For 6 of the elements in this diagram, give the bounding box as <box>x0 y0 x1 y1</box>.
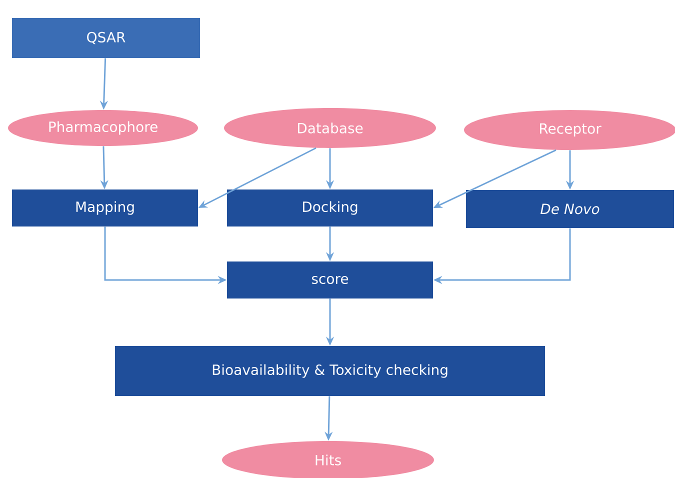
process-box: Docking <box>227 190 433 226</box>
process-box: De Novo <box>466 190 674 228</box>
process-box: Bioavailability & Toxicity checking <box>115 346 545 396</box>
process-box: score <box>227 262 433 298</box>
process-box: Mapping <box>12 190 198 226</box>
process-box: QSAR <box>12 18 200 58</box>
